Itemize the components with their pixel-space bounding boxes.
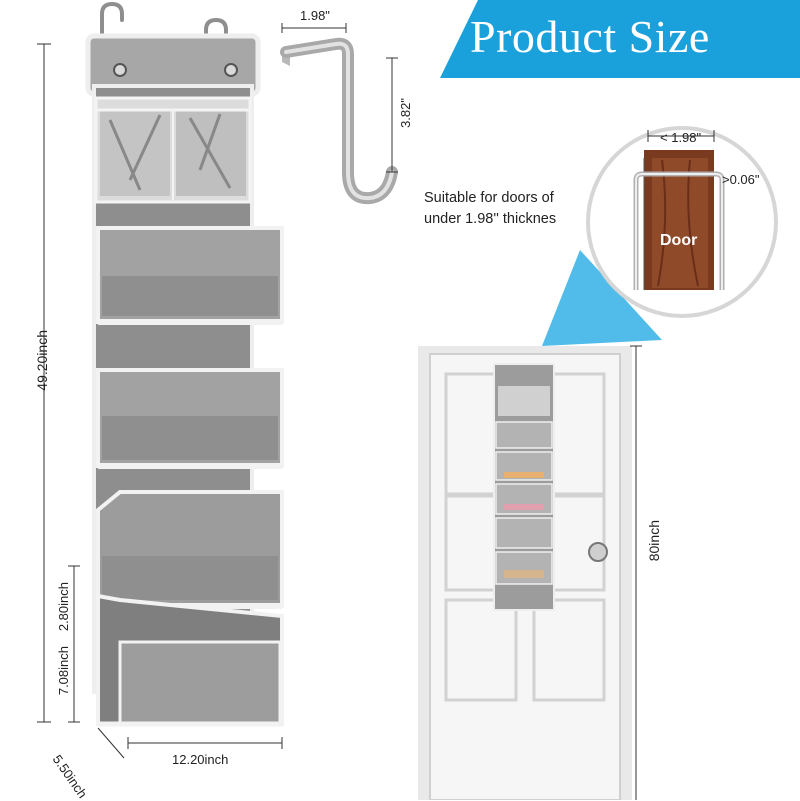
door-fit-note-line2: under 1.98'' thicknes	[424, 211, 557, 227]
pocket-height-label: 7.08inch	[56, 646, 71, 696]
door-height-label: 80inch	[646, 520, 662, 562]
product-size-title: Product Size	[470, 11, 710, 62]
door-scene	[418, 126, 778, 800]
pocket-front-label: 2.80inch	[56, 582, 71, 632]
door-gap-value: 1.98"	[671, 130, 702, 145]
door-hook-illustration	[280, 23, 398, 205]
organizer-height-label: 49.20inch	[34, 330, 50, 391]
product-size-banner	[440, 0, 800, 78]
organizer-width-label: 12.20inch	[172, 752, 229, 767]
door-label: Door	[660, 232, 698, 249]
door-fit-note-line1: Suitable for doors of	[424, 190, 554, 206]
door-gap-label: < 1.98"	[660, 130, 702, 145]
door-thickness-label: >0.06"	[722, 172, 760, 187]
door-fit-note: Suitable for doors of under 1.98'' thick…	[424, 188, 556, 230]
organizer-illustration	[37, 1, 284, 759]
hook-width-label: 1.98"	[300, 8, 330, 23]
